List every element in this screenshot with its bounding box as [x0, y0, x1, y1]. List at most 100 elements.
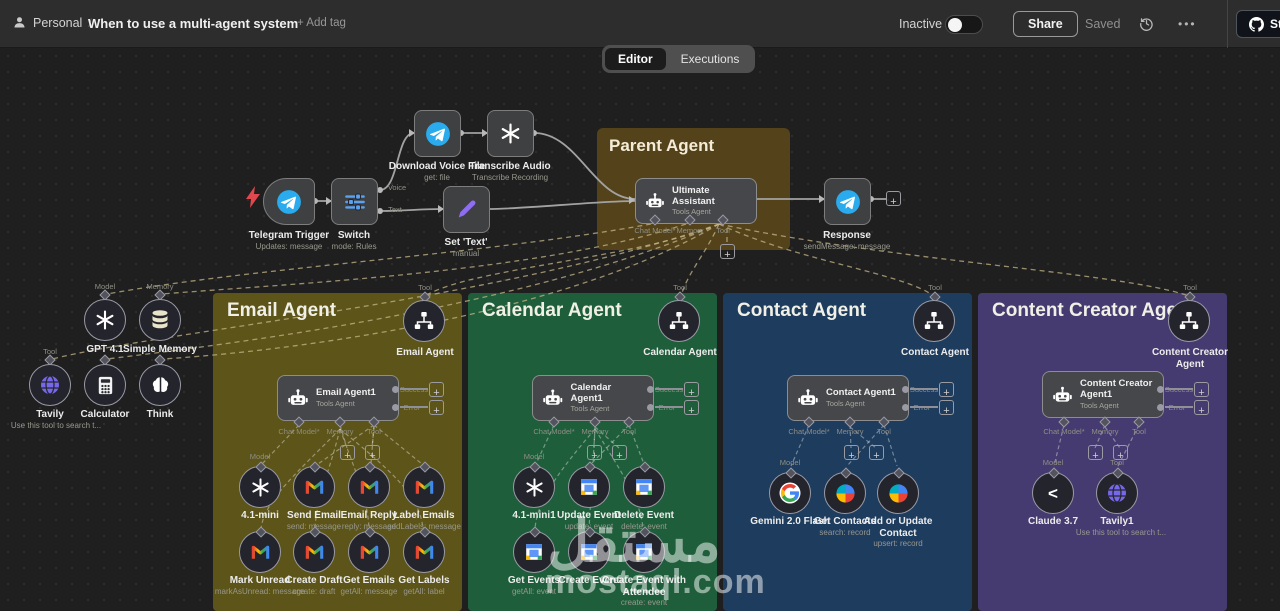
- output-label: Success: [909, 385, 939, 394]
- add-node-button[interactable]: [869, 445, 884, 460]
- add-node-button[interactable]: [429, 400, 444, 415]
- add-node-button[interactable]: [886, 191, 901, 206]
- tool-node-delete-event[interactable]: [623, 461, 665, 508]
- node-response[interactable]: [824, 178, 871, 225]
- node-sublabel: sendMessage: message: [803, 242, 891, 251]
- add-node-button[interactable]: [340, 445, 355, 460]
- tool-node-41mini[interactable]: [239, 461, 281, 508]
- tool-node-label-emails[interactable]: [403, 461, 445, 508]
- add-node-button[interactable]: [612, 445, 627, 460]
- tool-node-mark-unread[interactable]: [239, 526, 281, 573]
- tool-node-add-update-contact[interactable]: [877, 467, 919, 514]
- add-node-button[interactable]: [429, 382, 444, 397]
- tab-executions[interactable]: Executions: [680, 52, 740, 66]
- tool-node-claude37[interactable]: <: [1032, 467, 1074, 514]
- node-set-text[interactable]: [443, 186, 490, 233]
- port-label: Chat Model*: [788, 427, 830, 436]
- active-toggle[interactable]: [945, 15, 983, 34]
- tool-node-41mini1[interactable]: [513, 461, 555, 508]
- add-node-button[interactable]: [684, 382, 699, 397]
- add-node-button[interactable]: [684, 400, 699, 415]
- output-dot[interactable]: [392, 404, 399, 411]
- add-node-button[interactable]: [365, 445, 380, 460]
- tool-node-email-reply[interactable]: [348, 461, 390, 508]
- add-node-button[interactable]: [844, 445, 859, 460]
- node-telegram-trigger[interactable]: [263, 178, 315, 225]
- add-node-button[interactable]: [720, 244, 735, 259]
- agent-node-content-creator[interactable]: [1168, 300, 1210, 342]
- tool-node-create-event-attendee[interactable]: [623, 526, 665, 573]
- tool-node-simple-memory[interactable]: [139, 299, 181, 341]
- node-sublabel: Tools Agent: [570, 404, 610, 414]
- output-line: [1165, 406, 1193, 408]
- tool-node-send-email[interactable]: [293, 461, 335, 508]
- output-dot[interactable]: [1157, 386, 1164, 393]
- output-dot[interactable]: [392, 386, 399, 393]
- agent-node-email[interactable]: [403, 300, 445, 342]
- agent-node-contact[interactable]: [913, 300, 955, 342]
- output-dot[interactable]: [647, 404, 654, 411]
- tab-editor[interactable]: Editor: [605, 48, 666, 70]
- node-label: Telegram Trigger: [248, 230, 330, 241]
- tool-node-get-events[interactable]: [513, 526, 555, 573]
- add-node-button[interactable]: [1088, 445, 1103, 460]
- tool-node-calculator[interactable]: [84, 364, 126, 406]
- add-node-button[interactable]: [587, 445, 602, 460]
- node-label: Label Emails: [393, 510, 455, 521]
- more-options-icon[interactable]: [1178, 17, 1197, 31]
- port-label: Tool: [367, 427, 381, 436]
- tool-node-tavily1[interactable]: [1096, 467, 1138, 514]
- node-label: Email Reply: [340, 510, 398, 521]
- tool-node-gemini[interactable]: [769, 467, 811, 514]
- tool-node-update-event[interactable]: [568, 461, 610, 508]
- node-label: Create Event with Attendee: [602, 575, 686, 598]
- add-node-button[interactable]: [1194, 382, 1209, 397]
- node-transcribe-audio[interactable]: [487, 110, 534, 157]
- node-label: Add or Update Contact: [863, 516, 933, 539]
- add-node-button[interactable]: [1194, 400, 1209, 415]
- add-tag-button[interactable]: + Add tag: [297, 17, 346, 29]
- agent-node-calendar[interactable]: [658, 300, 700, 342]
- tool-node-create-event[interactable]: [568, 526, 610, 573]
- node-label: Calendar Agent: [643, 347, 717, 358]
- globe-icon: [1105, 481, 1129, 505]
- tool-node-gpt41[interactable]: [84, 299, 126, 341]
- add-node-button[interactable]: [939, 382, 954, 397]
- breadcrumb[interactable]: Personal: [12, 15, 92, 30]
- port-label: Chat Model*: [1043, 427, 1085, 436]
- node-sublabel: Transcribe Recording: [471, 173, 549, 182]
- tool-node-get-labels[interactable]: [403, 526, 445, 573]
- watermark-arabic: مستقل: [547, 509, 721, 574]
- person-icon: [12, 15, 27, 30]
- node-label: Create Draft: [285, 575, 343, 586]
- tool-node-think[interactable]: [139, 364, 181, 406]
- add-node-button[interactable]: [939, 400, 954, 415]
- history-icon[interactable]: [1138, 15, 1155, 32]
- output-dot[interactable]: [647, 386, 654, 393]
- add-node-button[interactable]: [1113, 445, 1128, 460]
- sitemap-icon: [667, 309, 691, 333]
- node-switch[interactable]: [331, 178, 378, 225]
- node-download-voice-file[interactable]: [414, 110, 461, 157]
- output-dot[interactable]: [902, 386, 909, 393]
- share-button[interactable]: Share: [1013, 11, 1078, 37]
- output-dot[interactable]: [1157, 404, 1164, 411]
- parent-group-title: Parent Agent: [609, 136, 715, 155]
- robot-icon: [287, 387, 309, 409]
- github-star-button[interactable]: Star: [1236, 10, 1280, 38]
- tool-node-tavily[interactable]: [29, 364, 71, 406]
- node-sublabel: Use this tool to search t...: [1075, 528, 1167, 537]
- node-label: Claude 3.7: [1027, 516, 1079, 527]
- tool-node-get-emails[interactable]: [348, 526, 390, 573]
- breadcrumb-project[interactable]: Personal: [33, 15, 83, 30]
- output-dot[interactable]: [902, 404, 909, 411]
- pencil-icon: [454, 197, 479, 222]
- tool-node-create-draft[interactable]: [293, 526, 335, 573]
- panel-title: Email Agent: [227, 300, 337, 321]
- tool-node-get-contacts[interactable]: [824, 467, 866, 514]
- workflow-title[interactable]: When to use a multi-agent system: [88, 16, 299, 31]
